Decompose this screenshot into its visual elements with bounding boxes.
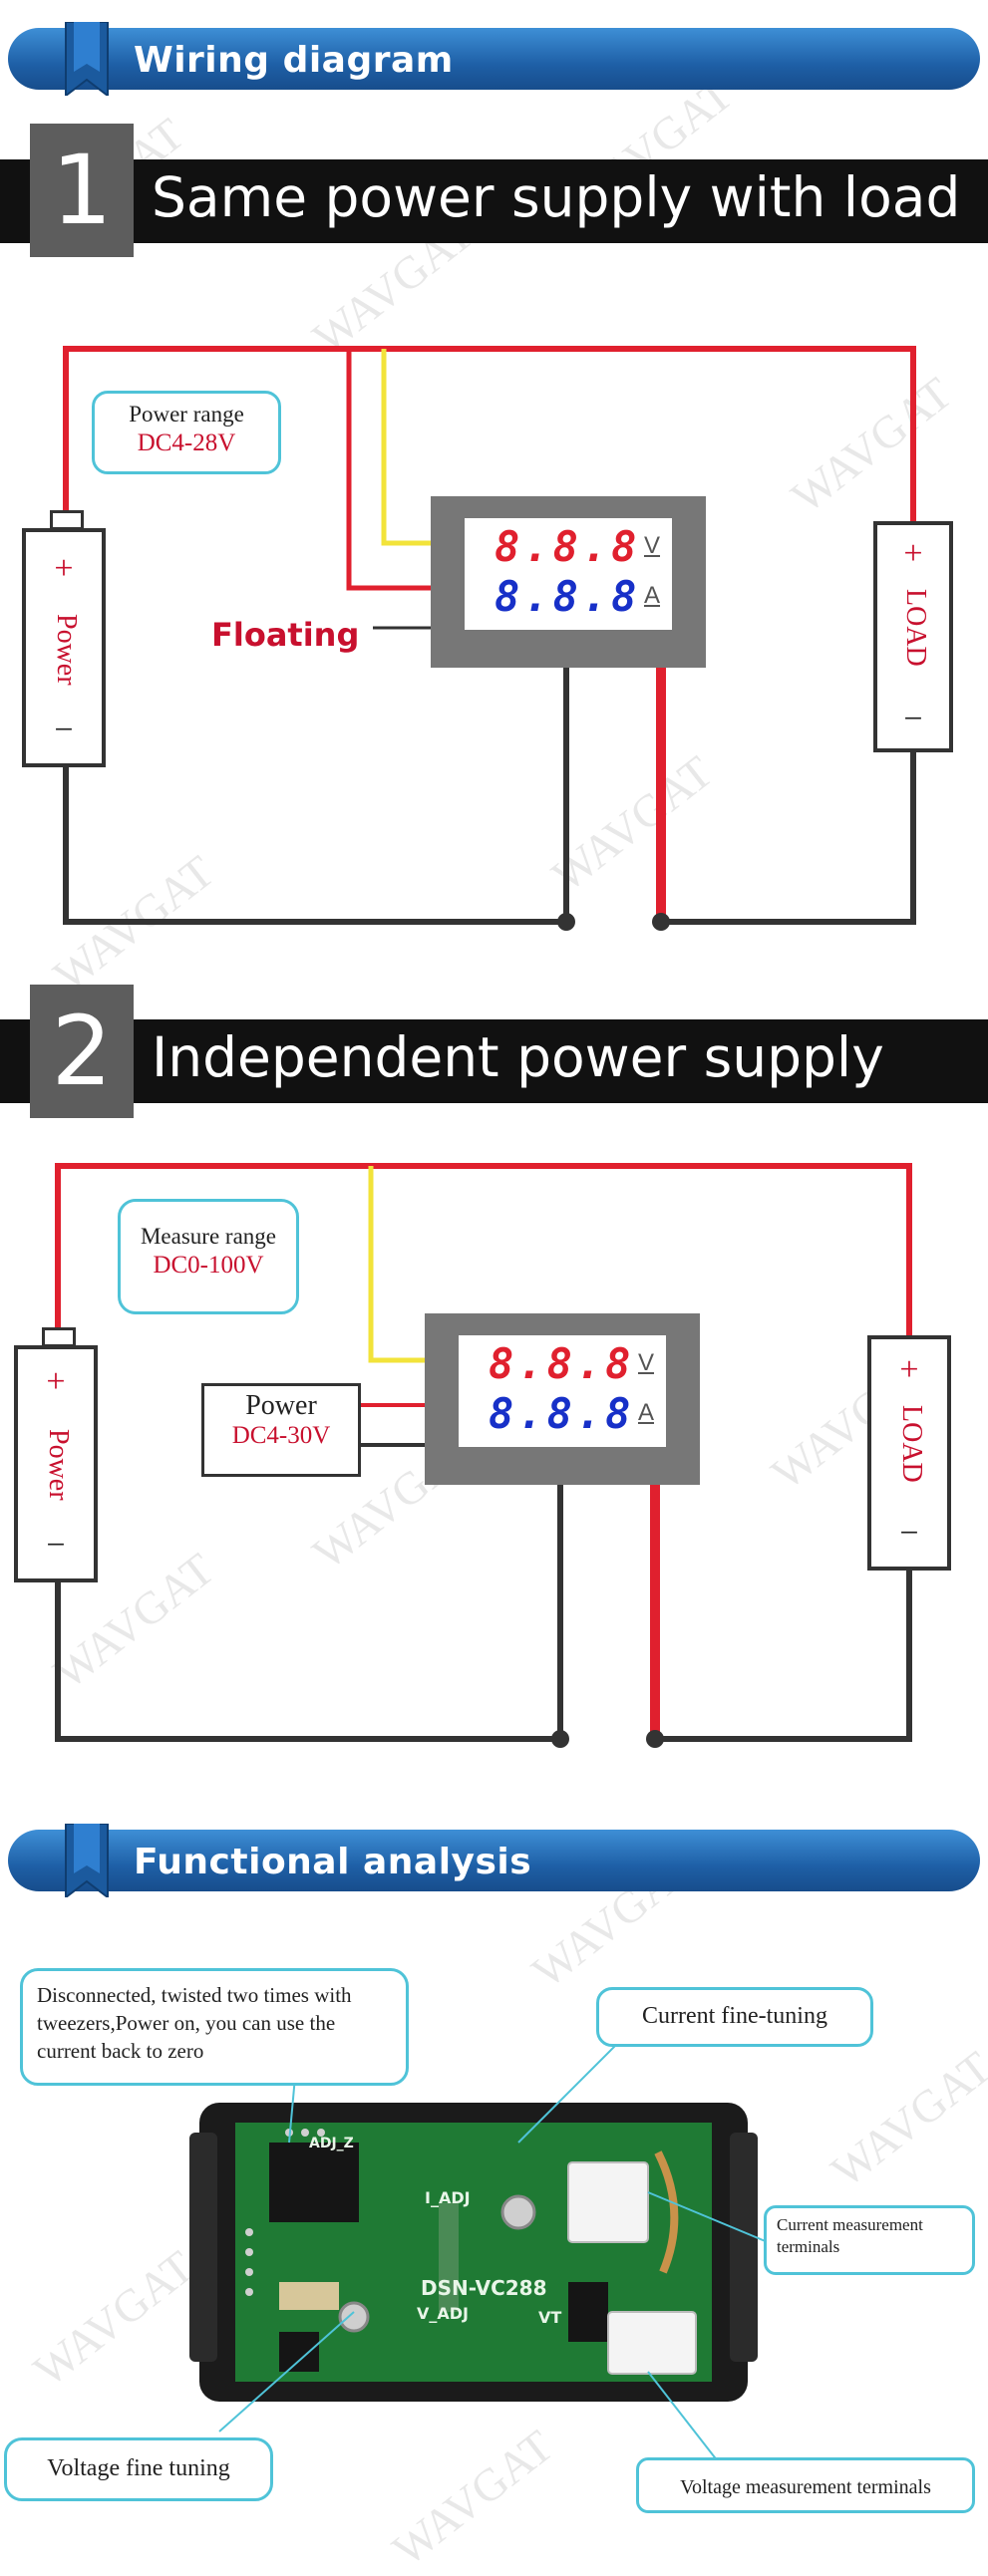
wiring-diagram-banner: Wiring diagram [8,22,980,96]
voltage-terminals-label: Voltage measurement terminals [680,2476,931,2498]
voltage-terminals-callout: Voltage measurement terminals [636,2457,975,2513]
meter-voltage-digits: 8.8.8 [494,522,641,571]
zero-reset-text: Disconnected, twisted two times with twe… [37,1983,352,2063]
load-box: + LOAD − [867,1335,951,1571]
section2-title-bar [0,1019,988,1103]
load-label: LOAD [900,589,931,667]
load-minus: − [899,1515,919,1552]
load-label: LOAD [896,1405,927,1483]
section2-number: 2 [30,985,134,1118]
board-adjz: ADJ_Z [309,2136,354,2151]
current-terminals-callout: Current measurement terminals [764,2205,975,2275]
current-terminals-label: Current measurement terminals [777,2215,923,2256]
meter-voltage-unit: V [644,532,661,559]
callout-title: Measure range [140,1224,276,1249]
voltmeter-ammeter: 8.8.8 V 8.8.8 A [425,1313,700,1485]
battery-minus: − [46,1527,66,1564]
load-plus: + [903,535,923,572]
meter-board [189,2103,758,2402]
battery-label: Power [43,1429,74,1501]
meter-display: 8.8.8 V 8.8.8 A [459,1335,666,1447]
section2-title: Independent power supply [152,1025,884,1089]
meter-voltage-digits: 8.8.8 [489,1339,635,1388]
meter-display: 8.8.8 V 8.8.8 A [465,518,672,630]
ribbon-icon [65,22,109,96]
battery-plus: + [54,550,74,587]
voltage-fine-tuning-callout: Voltage fine tuning [4,2437,273,2501]
load-plus: + [899,1351,919,1388]
banner-title: Wiring diagram [134,40,454,81]
callout-title: Power range [129,402,244,427]
power-range-callout: Power range DC4-28V [92,391,281,474]
zero-reset-note: Disconnected, twisted two times with twe… [20,1968,409,2086]
power-battery: + Power − [14,1345,98,1582]
power-input-value: DC4-30V [231,1422,331,1449]
callout-value: DC0-100V [153,1252,264,1279]
board-vadj: V_ADJ [417,2304,469,2323]
measure-range-callout: Measure range DC0-100V [118,1199,299,1314]
floating-label: Floating [211,616,360,654]
meter-current-unit: A [638,1399,655,1426]
section2-wires [55,1163,912,1748]
power-battery: + Power − [22,528,106,767]
battery-minus: − [54,712,74,748]
board-vt: VT [538,2308,562,2327]
battery-cap [42,1327,76,1347]
current-fine-tuning-label: Current fine-tuning [642,2003,827,2029]
meter-current-digits: 8.8.8 [494,572,641,621]
load-box: + LOAD − [873,521,953,752]
ribbon-icon [65,1824,109,1897]
board-iadj: I_ADJ [425,2188,471,2207]
power-input-box: Power DC4-30V [201,1383,361,1477]
section1-wires [63,346,916,931]
meter-voltage-unit: V [638,1349,655,1376]
functional-analysis-banner: Functional analysis [8,1824,980,1897]
load-minus: − [903,701,923,737]
voltage-fine-tuning-label: Voltage fine tuning [47,2455,230,2481]
battery-label: Power [51,614,82,686]
callout-value: DC4-28V [137,429,236,456]
battery-cap [50,510,84,530]
voltmeter-ammeter: 8.8.8 V 8.8.8 A [431,496,706,668]
board-model: DSN-VC288 [421,2276,547,2300]
power-input-title: Power [245,1390,317,1421]
section1-title: Same power supply with load [152,165,961,229]
battery-plus: + [46,1363,66,1400]
banner-title: Functional analysis [134,1842,532,1882]
meter-current-digits: 8.8.8 [489,1389,635,1438]
section1-number: 1 [30,124,134,257]
meter-current-unit: A [644,582,661,609]
section1-title-bar [0,159,988,243]
current-fine-tuning-callout: Current fine-tuning [596,1987,873,2047]
